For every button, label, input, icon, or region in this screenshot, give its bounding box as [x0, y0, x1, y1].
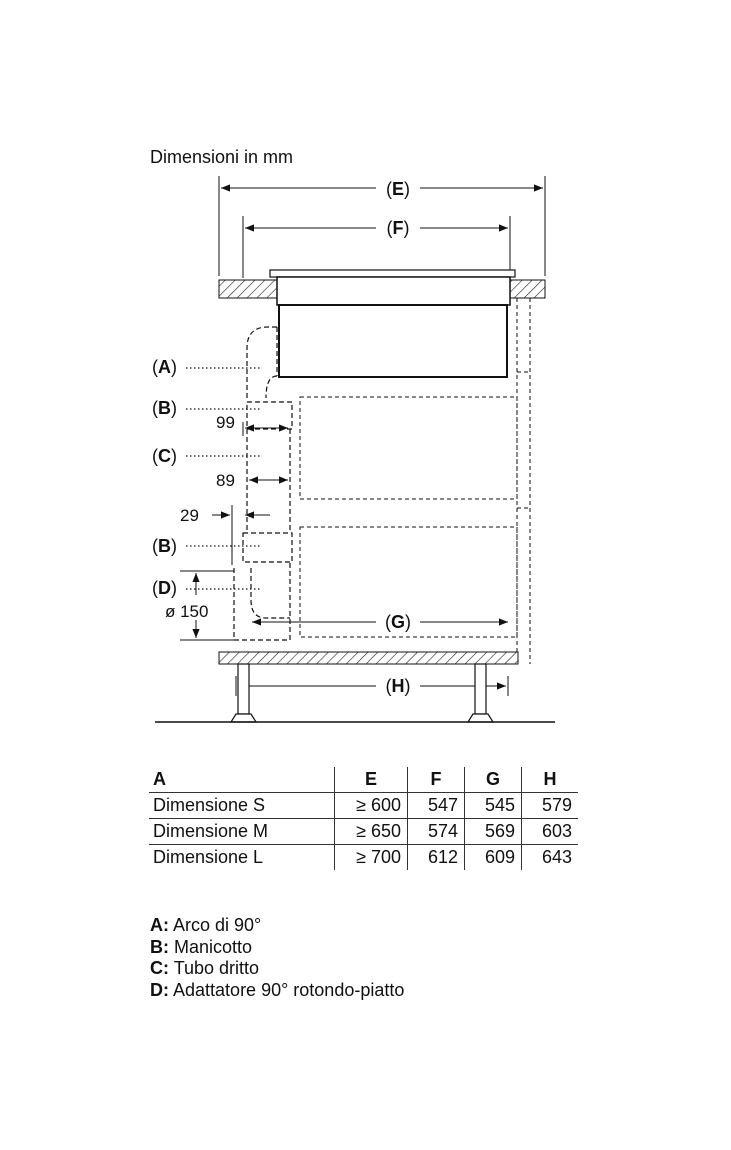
table-cell: 609 — [464, 844, 522, 870]
dimension-f: (F) — [242, 216, 511, 278]
cabinet-legs — [229, 663, 495, 723]
dimension-150: ø 150 — [165, 570, 234, 641]
table-header: G — [464, 767, 522, 793]
dimension-e: (E) — [218, 176, 546, 276]
callout-d: (D) — [152, 578, 262, 598]
cabinet-base — [218, 651, 519, 665]
legend-text: Tubo dritto — [173, 958, 260, 978]
callout-b-top: (B) — [152, 398, 262, 418]
table-header: H — [521, 767, 578, 793]
svg-text:(A): (A) — [152, 357, 177, 377]
cabinet-outline — [299, 298, 531, 664]
svg-text:(B): (B) — [152, 398, 177, 418]
legend: A: Arco di 90° B: Manicotto C: Tubo drit… — [150, 915, 404, 1001]
table-cell: Dimensione S — [149, 792, 335, 819]
legend-item: D: Adattatore 90° rotondo-piatto — [150, 980, 404, 1002]
dimension-g: (G) — [252, 612, 508, 632]
worktop-left — [218, 279, 278, 299]
dimensions-table: A E F G H Dimensione S ≥ 600 547 545 579… — [149, 767, 578, 870]
callout-c: (C) — [152, 446, 262, 466]
svg-text:ø 150: ø 150 — [165, 602, 208, 621]
label-h: (H) — [386, 676, 411, 696]
table-header: F — [407, 767, 465, 793]
installation-diagram: (E) (F) ( — [152, 176, 555, 723]
table-row: Dimensione M ≥ 650 574 569 603 — [149, 818, 578, 845]
callout-a: (A) — [152, 357, 262, 377]
label-f: (F) — [387, 218, 410, 238]
legend-item: B: Manicotto — [150, 937, 404, 959]
legend-text: Adattatore 90° rotondo-piatto — [173, 979, 405, 1000]
table-header: E — [334, 767, 408, 793]
legend-key: A: — [150, 915, 169, 935]
duct-sleeve-b2 — [242, 532, 293, 563]
dimension-29: 29 — [180, 505, 270, 565]
page-title: Dimensioni in mm — [150, 147, 294, 167]
callout-b-bottom: (B) — [152, 536, 262, 556]
table-cell: ≥ 600 — [334, 792, 408, 819]
cooktop-glass — [269, 269, 516, 278]
legend-item: C: Tubo dritto — [150, 958, 404, 980]
table-row: Dimensione L ≥ 700 612 609 643 — [149, 844, 578, 870]
table-cell: 574 — [407, 818, 465, 845]
cooktop-body — [278, 304, 508, 378]
table-cell: 569 — [464, 818, 522, 845]
legend-text: Arco di 90° — [173, 915, 262, 935]
table-cell: 612 — [407, 844, 465, 870]
table-cell: 603 — [521, 818, 578, 845]
dimension-h: (H) — [235, 676, 509, 696]
duct-arc-a — [246, 326, 278, 399]
legend-item: A: Arco di 90° — [150, 915, 404, 937]
svg-text:29: 29 — [180, 506, 199, 525]
table-cell: ≥ 700 — [334, 844, 408, 870]
table-cell: 643 — [521, 844, 578, 870]
svg-text:(B): (B) — [152, 536, 177, 556]
legend-key: D: — [150, 979, 169, 1000]
dimension-89: 89 — [216, 471, 288, 490]
svg-text:99: 99 — [216, 413, 235, 432]
table-cell: 547 — [407, 792, 465, 819]
svg-text:(D): (D) — [152, 578, 177, 598]
worktop-right — [509, 279, 546, 299]
svg-text:89: 89 — [216, 471, 235, 490]
table-cell: Dimensione M — [149, 818, 335, 845]
dimension-99: 99 — [216, 413, 288, 436]
duct-adapter-d — [233, 562, 291, 641]
svg-text:(C): (C) — [152, 446, 177, 466]
table-cell: 579 — [521, 792, 578, 819]
cooktop-frame — [276, 276, 511, 306]
legend-key: B: — [150, 936, 169, 957]
label-g: (G) — [385, 612, 411, 632]
duct-sleeve-b1 — [246, 401, 293, 430]
table-cell: 545 — [464, 792, 522, 819]
table-row: Dimensione S ≥ 600 547 545 579 — [149, 792, 578, 819]
table-cell: ≥ 650 — [334, 818, 408, 845]
table-cell: Dimensione L — [153, 847, 264, 867]
label-e: (E) — [386, 179, 410, 199]
legend-key: C: — [150, 958, 169, 978]
table-header: A — [149, 767, 335, 793]
table-header-row: A E F G H — [149, 767, 578, 793]
legend-text: Manicotto — [174, 936, 253, 957]
